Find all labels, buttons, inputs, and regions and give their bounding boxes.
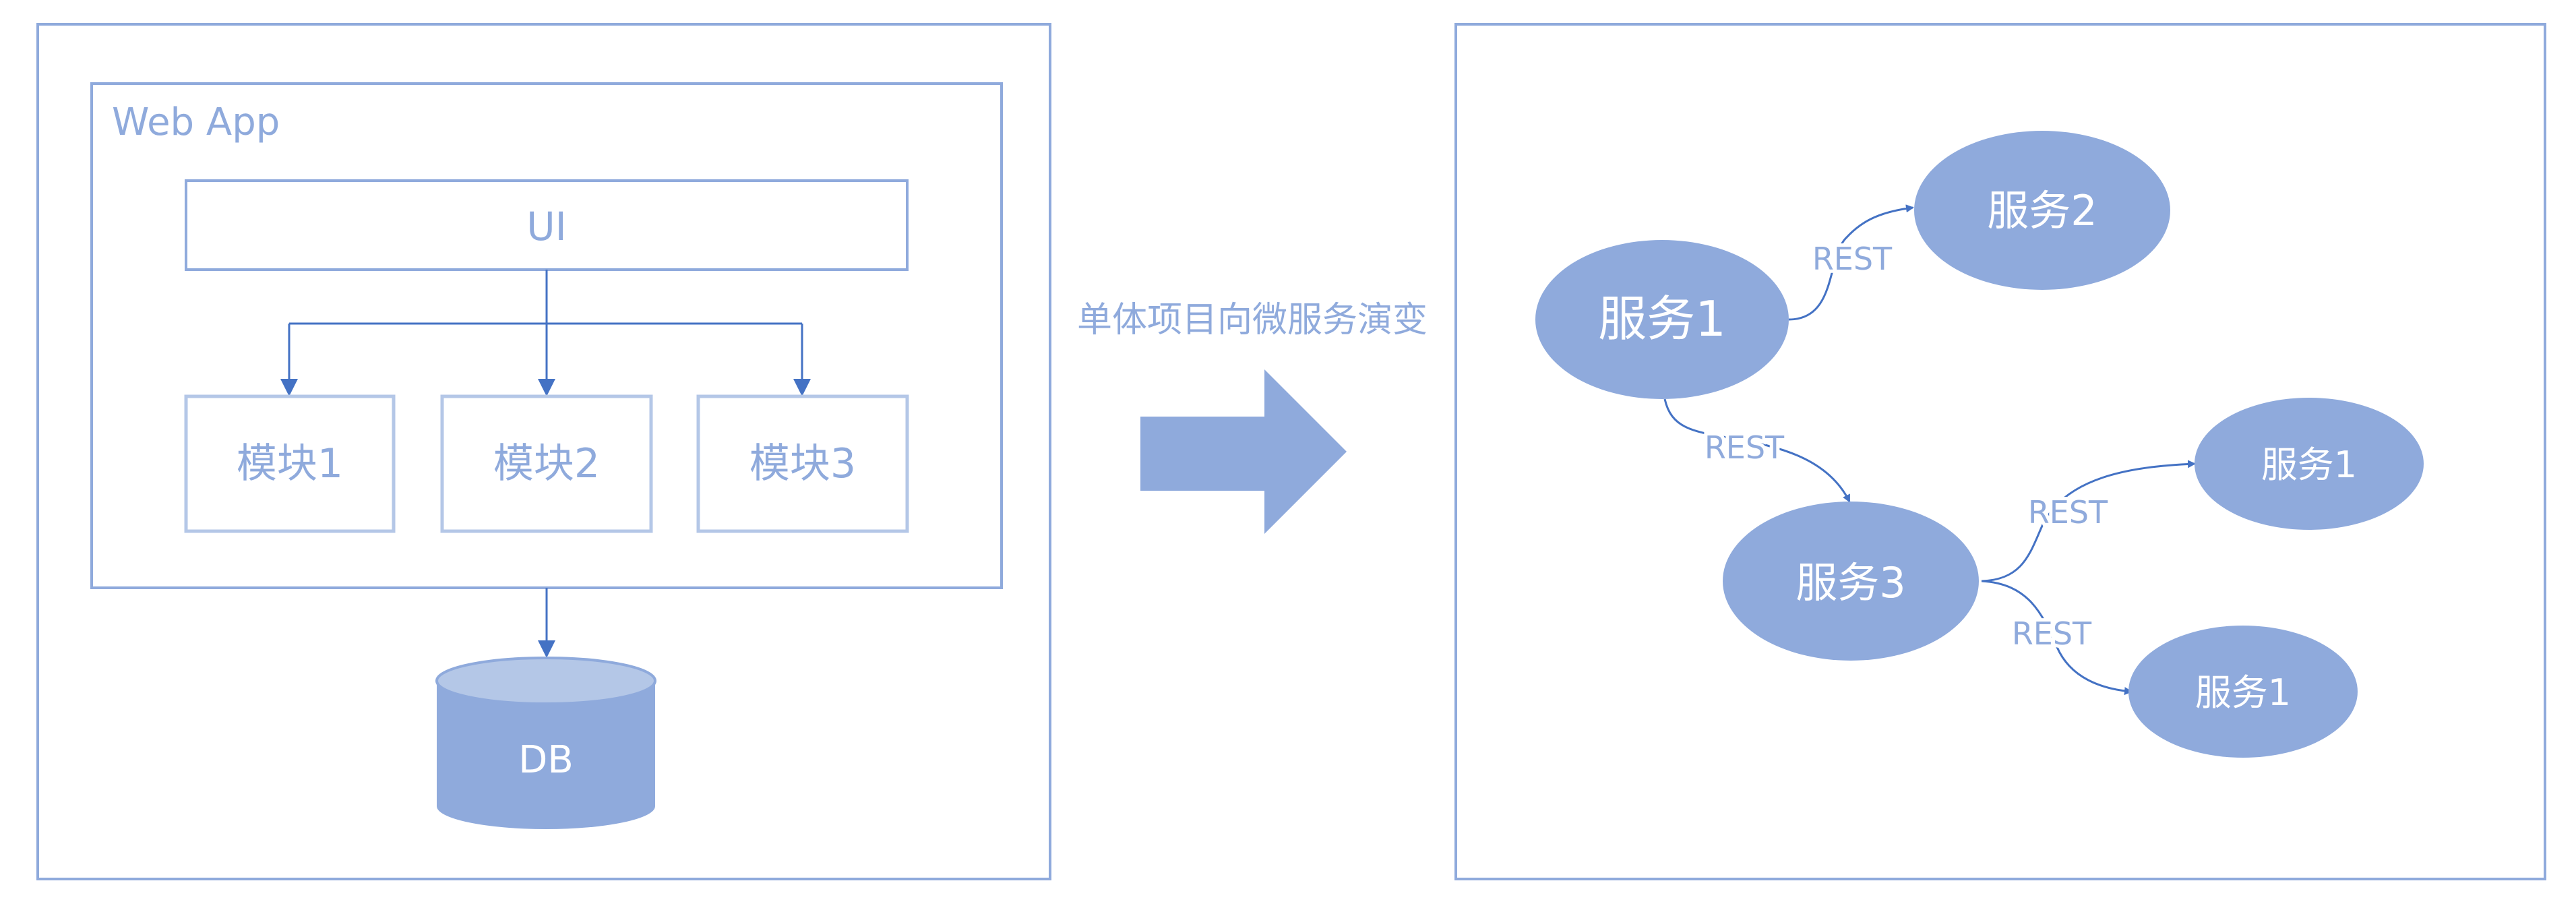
- ui-layer-label: UI: [526, 204, 567, 249]
- module-box-1: [184, 394, 396, 533]
- service-label-5: 服务1: [2195, 671, 2291, 714]
- service-label-4: 服务1: [2261, 444, 2357, 486]
- rest-label-4: REST: [2012, 615, 2092, 652]
- service-label-3: 服务3: [1796, 558, 1905, 607]
- monolith-panel: [36, 23, 1051, 880]
- database-label: DB: [518, 738, 574, 782]
- module-box-2: [440, 394, 653, 533]
- transition-caption: 单体项目向微服务演变: [1077, 300, 1428, 340]
- rest-connectors: [1663, 204, 2196, 696]
- service-label-2: 服务1: [1598, 291, 1726, 347]
- rest-label-1: REST: [1812, 241, 1893, 277]
- service-node-5: [2128, 626, 2358, 758]
- rest-label-2: REST: [1705, 429, 1785, 466]
- database-cylinder: [435, 657, 656, 829]
- transition-arrow: [1140, 369, 1347, 534]
- module-box-3: [696, 394, 909, 533]
- service-node-1: [1914, 131, 2170, 290]
- module-label-3: 模块3: [749, 440, 856, 487]
- module-label-2: 模块2: [493, 440, 600, 487]
- service-node-4: [2195, 398, 2424, 530]
- service-node-2: [1535, 240, 1789, 399]
- ui-layer-box: [185, 179, 909, 271]
- rest-label-3: REST: [2028, 494, 2108, 531]
- module-label-1: 模块1: [237, 440, 343, 487]
- web-app-label: Web App: [112, 100, 280, 144]
- service-node-3: [1723, 502, 1979, 661]
- service-label-1: 服务2: [1987, 186, 2097, 235]
- ui-to-modules-connectors: [280, 270, 811, 396]
- microservices-panel: [1454, 23, 2546, 880]
